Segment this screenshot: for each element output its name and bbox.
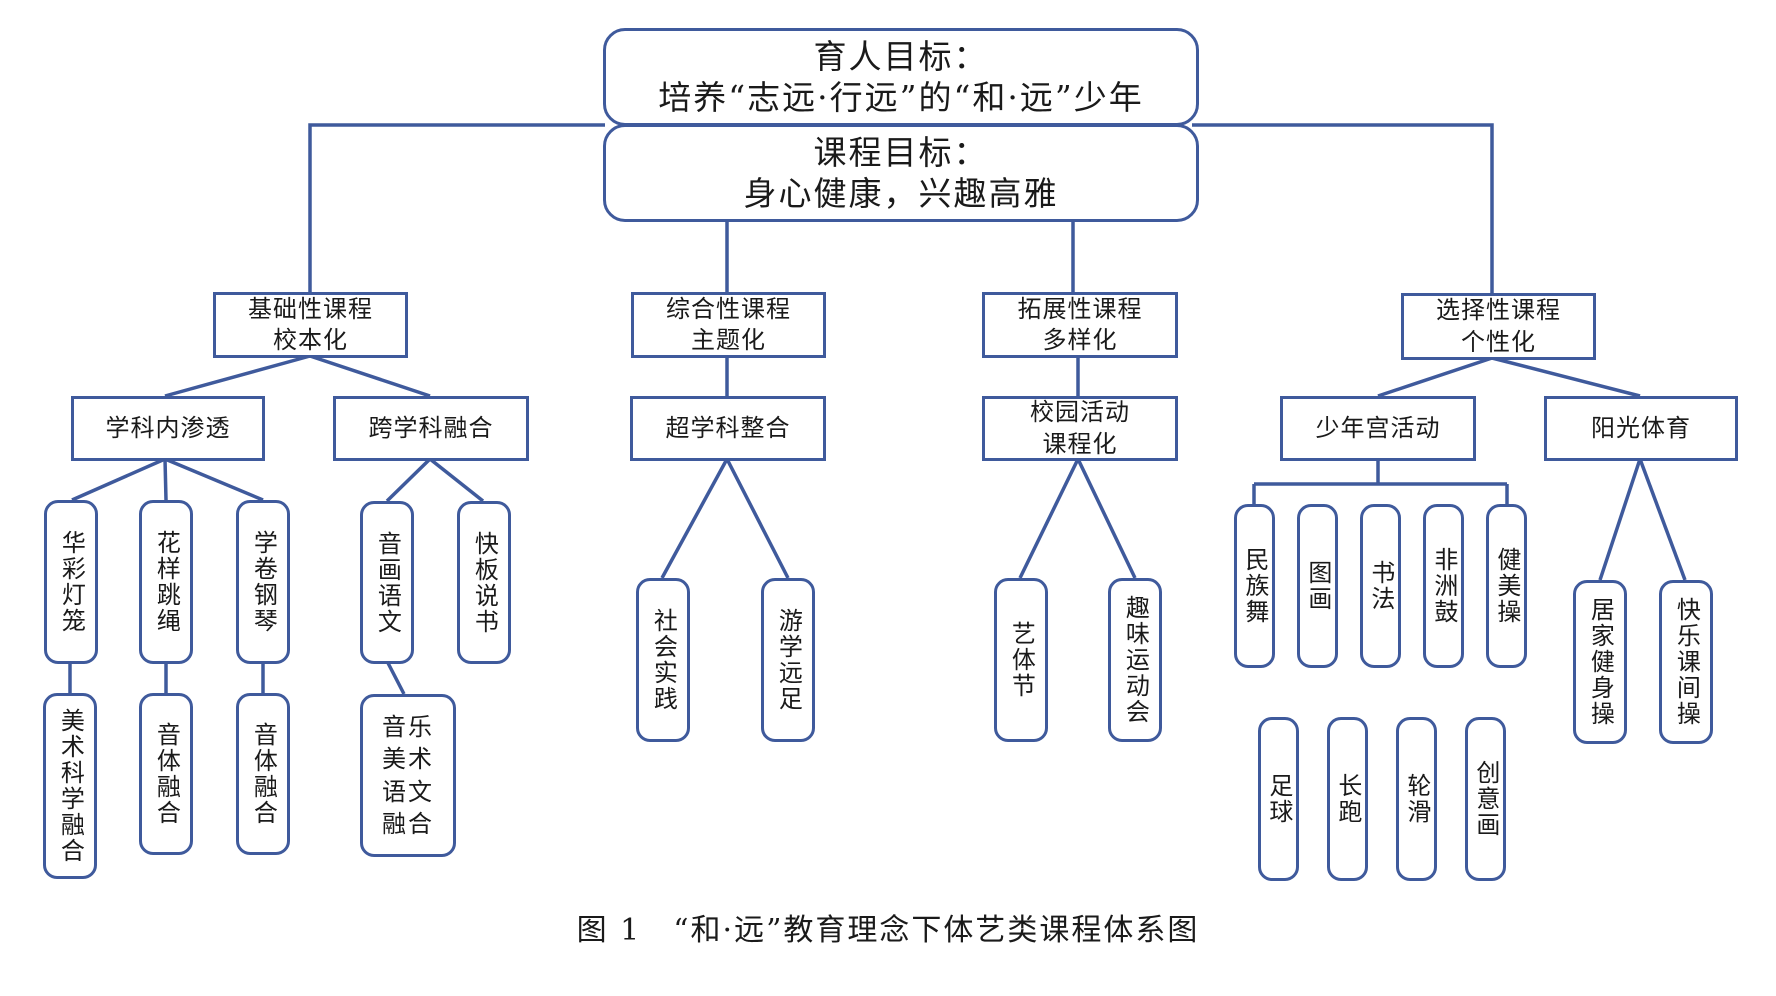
leaf-chuangyi-hua: 创意画 xyxy=(1465,717,1506,881)
leaf-zuqiu: 足球 xyxy=(1258,717,1299,881)
line-goal-basic xyxy=(308,123,605,292)
line-trans-leaf2 xyxy=(725,458,790,579)
leaf-meishu-kexue: 美术科学融合 xyxy=(43,693,97,879)
leaf-yinti-ronghe-1: 音体融合 xyxy=(139,693,193,855)
course-goal-box: 课程目标： 身心健康，兴趣高雅 xyxy=(603,124,1199,222)
leaf-yinti-ronghe-2: 音体融合 xyxy=(236,693,290,855)
leaf-shufa: 书法 xyxy=(1360,504,1401,668)
leaf-kuaile-kejiancao: 快乐课间操 xyxy=(1659,580,1713,744)
line-elective-sun xyxy=(1491,356,1641,398)
leaf-yinhua-yuwen: 音画语文 xyxy=(360,501,414,664)
talent-goal-box: 育人目标： 培养“志远·行远”的“和·远”少年 xyxy=(603,28,1199,126)
line-sun-leaf1 xyxy=(1598,458,1642,581)
line-basic-subject xyxy=(164,354,311,398)
category-basic: 基础性课程 校本化 xyxy=(213,292,408,358)
sub-campus-activity: 校园活动 课程化 xyxy=(982,396,1178,461)
sub-sunshine-sports: 阳光体育 xyxy=(1544,396,1738,461)
category-integrated: 综合性课程 主题化 xyxy=(631,292,826,358)
leaf-lunhua: 轮滑 xyxy=(1396,717,1437,881)
line-sun-leaf2 xyxy=(1638,458,1687,581)
leaf-quwei-yundonghui: 趣味运动会 xyxy=(1108,578,1162,742)
line-subject-leaf3 xyxy=(164,457,264,502)
line-trans-leaf1 xyxy=(660,458,729,579)
leaf-tuhua: 图画 xyxy=(1297,504,1338,668)
line-campus-leaf1 xyxy=(1018,458,1080,579)
leaf-jujia-jianshencao: 居家健身操 xyxy=(1573,580,1627,744)
leaf-huayang-tiaosheng: 花样跳绳 xyxy=(139,500,193,664)
sub-youth-palace: 少年宫活动 xyxy=(1280,396,1476,461)
sub-subject-infiltration: 学科内渗透 xyxy=(71,396,265,461)
line-elective-youth xyxy=(1377,356,1493,398)
line-cross-sub xyxy=(386,662,406,695)
line-subject-leaf1 xyxy=(71,457,166,502)
leaf-feizhou-gu: 非洲鼓 xyxy=(1423,504,1464,668)
line-cross-leaf2 xyxy=(428,457,485,503)
line-goal-elective xyxy=(1192,123,1494,293)
leaf-jianmei-cao: 健美操 xyxy=(1486,504,1527,668)
line-basic-cross xyxy=(309,354,431,398)
leaf-yinyue-meishu: 音乐 美术 语文 融合 xyxy=(360,694,456,857)
leaf-yitijie: 艺体节 xyxy=(994,578,1048,742)
line-subject-leaf2 xyxy=(163,458,168,501)
leaf-xuejuan-gangqin: 学卷钢琴 xyxy=(236,500,290,664)
figure-caption: 图 1 “和·远”教育理念下体艺类课程体系图 xyxy=(576,913,1200,948)
category-elective: 选择性课程 个性化 xyxy=(1401,293,1596,360)
leaf-huacai-denglong: 华彩灯笼 xyxy=(44,500,98,664)
category-extended: 拓展性课程 多样化 xyxy=(982,292,1178,358)
sub-cross-subject: 跨学科融合 xyxy=(333,396,529,461)
line-campus-leaf2 xyxy=(1076,458,1137,579)
line-cross-leaf1 xyxy=(385,457,432,503)
leaf-yinyue-meishu-text: 音乐 美术 语文 融合 xyxy=(382,712,434,838)
leaf-kuaiban-shuoshu: 快板说书 xyxy=(457,501,511,664)
leaf-changpao: 长跑 xyxy=(1327,717,1368,881)
leaf-youxue-yuanzu: 游学远足 xyxy=(761,578,815,742)
sub-trans-subject: 超学科整合 xyxy=(630,396,826,461)
leaf-shehui-shijian: 社会实践 xyxy=(636,578,690,742)
leaf-minzu-wu: 民族舞 xyxy=(1234,504,1275,668)
